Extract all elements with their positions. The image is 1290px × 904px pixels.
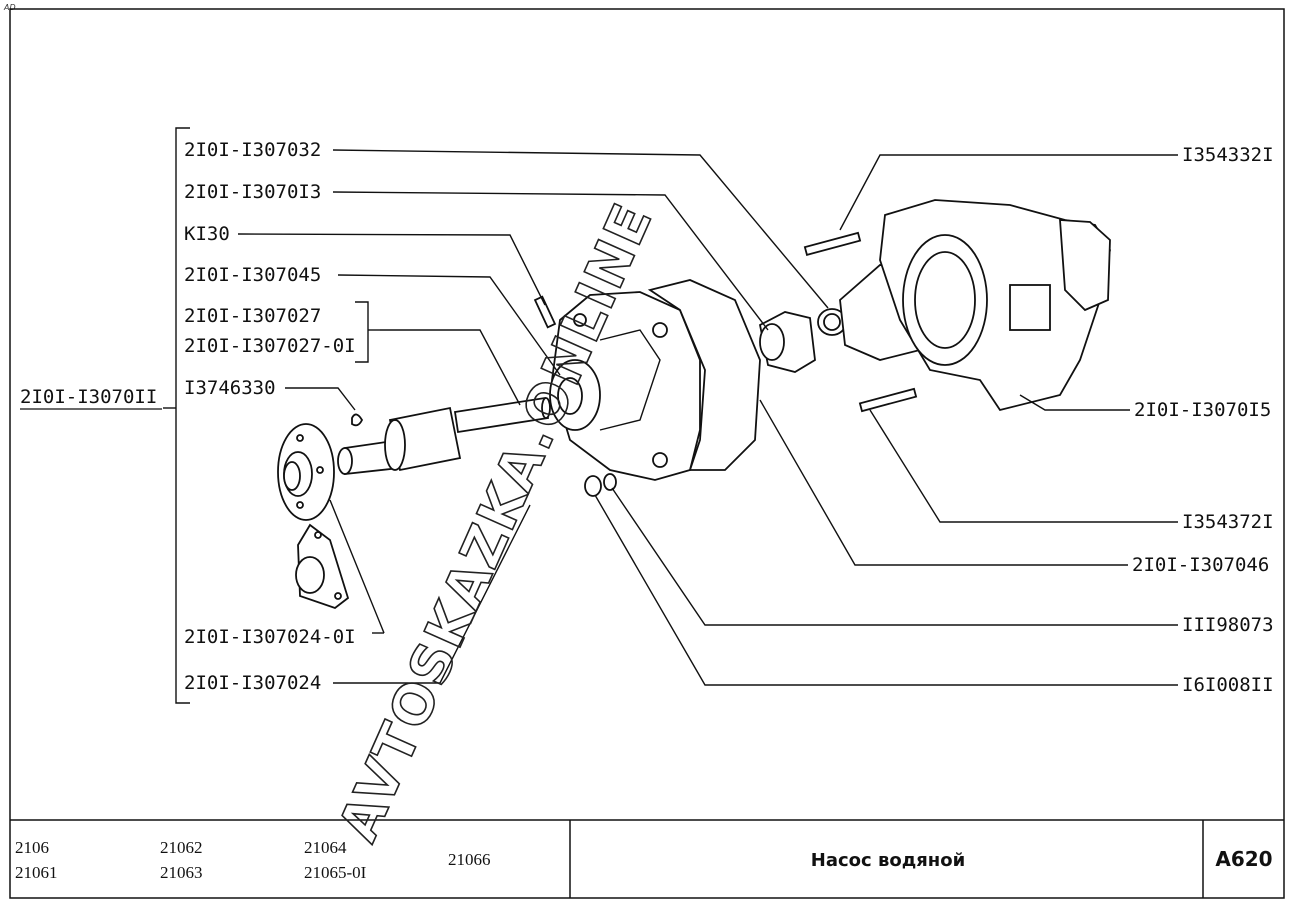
part-label-2101-1307024-01: 2I0I-I307024-0I [184,626,356,648]
part-label-2101-1307027-01: 2I0I-I307027-0I [184,335,356,357]
part-label-13746330: I3746330 [184,377,276,399]
part-label-2101-1307015: 2I0I-I3070I5 [1134,399,1271,421]
leader-lines [163,127,1178,704]
shaft-bearing [337,396,551,476]
part-label-16100811: I6I008II [1182,674,1274,696]
part-label-k130: KI30 [184,223,230,245]
watermark: AVTOSKAZKA.ONLINE [326,193,665,850]
drawing-title: Насос водяной [811,850,965,871]
stud-ki30 [533,295,557,329]
model-21062: 21062 [160,838,203,857]
sheet-frame [9,8,1285,899]
corner-mark: AD [3,3,16,12]
pulley-hub-flange [277,423,335,521]
part-label-2101-1307027: 2I0I-I307027 [184,305,321,327]
key-ring [351,413,364,427]
model-21064: 21064 [304,838,347,857]
impeller [758,311,816,373]
model-21065-01: 21065-0I [304,863,367,882]
stud-upper [803,231,862,256]
part-label-2101-1307032: 2I0I-I307032 [184,139,321,161]
drawing-code: A620 [1215,847,1272,871]
model-2106: 2106 [15,838,49,857]
stud-lower [858,387,918,413]
part-label-2101-1307046: 2I0I-I307046 [1132,554,1269,576]
part-label-11198073: III98073 [1182,614,1274,636]
nut [584,475,602,497]
part-label-1354372: I354372I [1182,511,1274,533]
gasket [647,279,761,471]
exploded-view-parts [277,199,1111,610]
part-label-2101-1307013: 2I0I-I3070I3 [184,181,321,203]
model-21061: 21061 [15,863,58,882]
part-label-2101-1307024: 2I0I-I307024 [184,672,321,694]
model-21066: 21066 [448,850,491,869]
washer [603,473,617,491]
pulley-hub-triangular [295,523,350,610]
pump-housing [839,199,1111,412]
part-label-2101-1307045: 2I0I-I307045 [184,264,321,286]
part-label-1354332: I354332I [1182,144,1274,166]
assembly-label: 2I0I-I3070II [20,386,157,408]
model-21063: 21063 [160,863,203,882]
pump-cover [549,291,701,481]
